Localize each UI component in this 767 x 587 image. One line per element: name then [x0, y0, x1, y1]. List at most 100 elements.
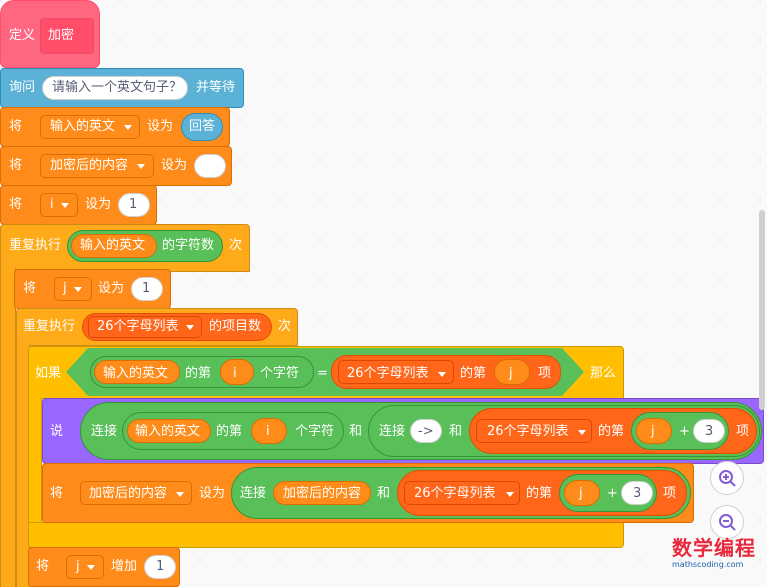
chevron-down-icon — [186, 325, 194, 330]
if-input-var: 输入的英文 — [103, 366, 169, 381]
repeat-inner-label: 重复执行 — [23, 319, 76, 334]
repeat-outer-arm — [0, 268, 16, 587]
say-j: j — [651, 424, 655, 439]
chevron-down-icon — [61, 203, 69, 208]
ask-prompt-input[interactable] — [42, 76, 188, 100]
repeat-outer-times: 次 — [229, 238, 243, 253]
cipher-list-dropdown[interactable] — [404, 481, 520, 505]
say-input-var: 输入的英文 — [135, 424, 201, 439]
chevron-down-icon — [124, 125, 132, 130]
if-then: 那么 — [590, 366, 617, 381]
cipher-list: 26个字母列表 — [414, 486, 496, 501]
set-cipher-join-var-dropdown[interactable] — [80, 481, 192, 505]
ask-label: 询问 — [9, 80, 36, 95]
cipher-j-reporter[interactable] — [564, 480, 600, 506]
answer-text: 回答 — [189, 119, 216, 134]
cipher-three-input[interactable] — [621, 481, 653, 505]
if-list-dropdown[interactable] — [338, 360, 454, 384]
set-i-value: 1 — [129, 197, 138, 212]
say-letter-of-text: 的第 — [216, 424, 243, 439]
logo-text: 数学编程 — [672, 536, 756, 560]
list-length-dropdown[interactable] — [88, 316, 202, 338]
define-prototype — [40, 18, 94, 54]
chevron-down-icon — [506, 492, 514, 497]
say-three: 3 — [705, 424, 714, 439]
say-plus-sign: + — [679, 424, 690, 439]
set-cipher-join-to: 设为 — [199, 486, 226, 501]
say-list: 26个字母列表 — [487, 424, 569, 439]
define-keyword: 定义 — [9, 28, 36, 43]
set-input-var: 输入的英文 — [50, 119, 116, 134]
if-label: 如果 — [35, 366, 62, 381]
set-cipher-join-label: 将 — [50, 486, 64, 501]
set-j-value-input[interactable] — [131, 277, 163, 301]
cipher-var-reporter[interactable] — [273, 481, 371, 505]
say-three-input[interactable] — [693, 419, 725, 443]
ask-prompt-text: 请输入一个英文句子？ — [52, 80, 183, 95]
set-i-to: 设为 — [85, 197, 112, 212]
say-j-reporter[interactable] — [636, 418, 672, 444]
zoom-out-button[interactable] — [710, 505, 744, 539]
say-i: i — [266, 424, 270, 439]
set-i-value-input[interactable] — [118, 193, 150, 217]
set-cipher-block[interactable] — [0, 146, 232, 186]
say-label: 说 — [50, 424, 64, 439]
if-foot — [28, 522, 624, 548]
if-j-reporter[interactable] — [494, 359, 530, 385]
logo-url: mathscoding.com — [672, 560, 744, 569]
input-var-reporter[interactable] — [71, 234, 157, 258]
chevron-down-icon — [87, 565, 95, 570]
if-item-of: 的第 — [460, 366, 487, 381]
if-i-reporter[interactable] — [220, 359, 254, 385]
set-j-to: 设为 — [98, 281, 125, 296]
zoom-in-button[interactable] — [710, 461, 744, 495]
set-cipher-to: 设为 — [161, 158, 188, 173]
zoom-in-icon — [719, 470, 736, 487]
set-cipher-var-dropdown[interactable] — [40, 154, 154, 178]
chevron-down-icon — [438, 372, 446, 377]
set-cipher-join-var: 加密后的内容 — [89, 486, 168, 501]
cipher-join-text: 连接 — [240, 486, 267, 501]
set-input-to: 设为 — [147, 119, 174, 134]
if-arm — [28, 398, 42, 524]
list-length-list: 26个字母列表 — [97, 319, 179, 334]
arrow-input[interactable] — [410, 419, 442, 443]
set-i-var-dropdown[interactable] — [40, 193, 78, 217]
vertical-scrollbar[interactable] — [759, 210, 765, 410]
set-i-block[interactable] — [0, 185, 157, 225]
chevron-down-icon — [74, 287, 82, 292]
set-input-label: 将 — [9, 119, 23, 134]
say-join: 连接 — [91, 424, 118, 439]
cipher-and: 和 — [377, 486, 391, 501]
set-j-label: 将 — [23, 281, 37, 296]
input-var-text: 输入的英文 — [80, 238, 146, 253]
say-and2: 和 — [449, 424, 463, 439]
set-j-var-dropdown[interactable] — [54, 277, 92, 301]
set-input-var-dropdown[interactable] — [40, 115, 140, 139]
if-i: i — [233, 366, 237, 381]
set-j-var: j — [63, 281, 67, 296]
watermark-logo: 数学编程 mathscoding.com — [672, 536, 762, 578]
say-list-dropdown[interactable] — [476, 419, 592, 443]
change-j-var: j — [76, 559, 80, 574]
change-j-value-input[interactable] — [144, 555, 176, 579]
cipher-j: j — [579, 486, 583, 501]
set-j-value: 1 — [142, 281, 151, 296]
length-suffix: 的字符数 — [162, 238, 215, 253]
set-cipher-label: 将 — [9, 158, 23, 173]
say-input-var-reporter[interactable] — [127, 419, 211, 443]
set-i-label: 将 — [9, 197, 23, 212]
if-input-var-reporter[interactable] — [94, 360, 180, 384]
if-letter-char: 个字符 — [260, 366, 300, 381]
set-cipher-value-input[interactable] — [194, 154, 226, 178]
set-cipher-var: 加密后的内容 — [50, 158, 129, 173]
repeat-inner-times: 次 — [278, 319, 292, 334]
cipher-var: 加密后的内容 — [283, 486, 362, 501]
chevron-down-icon — [176, 492, 184, 497]
change-j-value: 1 — [156, 559, 165, 574]
change-j-var-dropdown[interactable] — [66, 555, 104, 579]
answer-reporter[interactable] — [181, 113, 223, 141]
if-letter-of: 的第 — [185, 366, 212, 381]
say-i-reporter[interactable] — [251, 418, 287, 444]
zoom-out-icon — [719, 514, 736, 531]
